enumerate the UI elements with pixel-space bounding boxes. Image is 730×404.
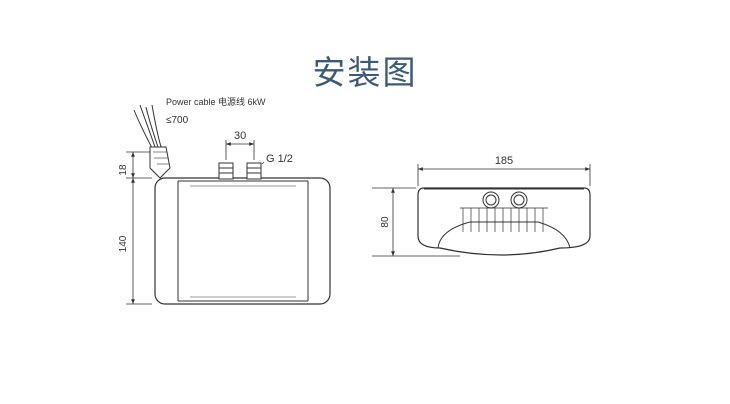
water-connector-right <box>246 162 262 180</box>
cable-length-label: ≤700 <box>166 115 189 126</box>
thread-label: G 1/2 <box>266 153 293 165</box>
dim-18-label: 18 <box>118 164 129 176</box>
dim-80-label: 80 <box>380 216 391 228</box>
page-title: 安装图 <box>312 53 418 92</box>
dim-185-label: 185 <box>495 155 513 167</box>
front-dimensions <box>126 140 265 305</box>
dim-140-label: 140 <box>118 235 129 252</box>
dim-30-label: 30 <box>234 130 246 142</box>
power-cable <box>133 104 171 183</box>
front-view <box>133 104 331 305</box>
side-view <box>417 187 591 256</box>
heater-body <box>154 177 331 305</box>
side-connector-left <box>482 191 500 209</box>
water-connector-left <box>218 162 234 180</box>
side-dimensions <box>372 164 591 257</box>
side-connector-right <box>510 191 528 209</box>
power-cable-label: Power cable 电源线 6kW <box>166 96 266 107</box>
